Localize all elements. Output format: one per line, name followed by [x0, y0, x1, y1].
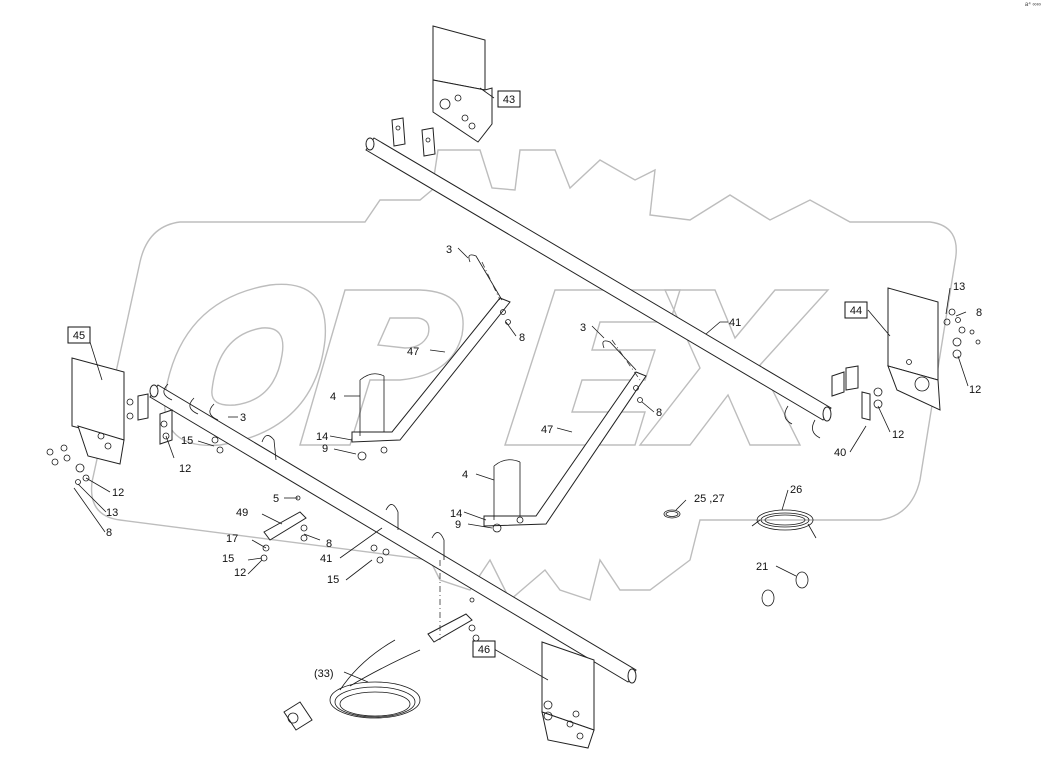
callout-17: 17	[226, 533, 238, 545]
u-bolts-lower	[211, 435, 445, 564]
upper-tube-41	[365, 137, 832, 422]
watermark-letter-x	[638, 289, 830, 446]
watermark-letter-o	[163, 283, 327, 447]
bracket-43	[391, 25, 493, 157]
cable-26	[751, 509, 817, 539]
label-43: 43	[503, 94, 515, 106]
bracket-46	[541, 641, 595, 749]
callout-21: 21	[756, 561, 768, 573]
arm-47-left	[351, 254, 511, 461]
callouts: 3 3 3 41 41 47 47 8 8 8 8 8 4 4 14 14 9 …	[106, 244, 982, 680]
label-44: 44	[850, 305, 862, 317]
callout-3: 3	[580, 322, 586, 334]
plate-lower	[427, 560, 480, 643]
callout-33: (33)	[314, 668, 334, 680]
callout-3: 3	[446, 244, 452, 256]
label-box-46: 46	[472, 640, 496, 658]
label-box-44: 44	[844, 301, 868, 319]
lower-tube-41	[149, 384, 637, 684]
callout-41: 41	[320, 553, 332, 565]
callout-5: 5	[273, 493, 279, 505]
callout-25-27: 25 ,27	[694, 493, 725, 505]
watermark-gear-outline	[90, 149, 957, 602]
callout-12: 12	[892, 429, 904, 441]
label-box-45: 45	[67, 326, 91, 344]
plate-49	[260, 495, 308, 562]
harness-33	[283, 639, 421, 731]
centerline-dashes	[481, 261, 641, 381]
callout-12: 12	[112, 487, 124, 499]
callout-4: 4	[330, 391, 336, 403]
callout-14: 14	[450, 508, 462, 520]
callout-13: 13	[106, 507, 118, 519]
corner-code: a⁴ ∞∞	[1024, 2, 1041, 8]
callout-47: 47	[407, 346, 419, 358]
bracket-44	[784, 287, 981, 439]
watermark-letter-p	[299, 289, 464, 446]
callout-8: 8	[976, 307, 982, 319]
callout-47: 47	[541, 424, 553, 436]
callout-8: 8	[519, 332, 525, 344]
callout-8: 8	[326, 538, 332, 550]
callout-13: 13	[953, 281, 965, 293]
callout-9: 9	[455, 519, 461, 531]
callout-14: 14	[316, 431, 328, 443]
arm-47-right	[483, 340, 647, 533]
callout-9: 9	[322, 443, 328, 455]
callout-26: 26	[790, 484, 802, 496]
watermark-logo	[90, 149, 957, 602]
bracket-45	[46, 357, 219, 485]
callout-12: 12	[234, 567, 246, 579]
ring-25-27	[663, 509, 681, 519]
callout-15: 15	[327, 574, 339, 586]
label-45: 45	[73, 330, 85, 342]
callout-41: 41	[729, 317, 741, 329]
label-box-43: 43	[497, 90, 521, 108]
leader-lines	[73, 87, 969, 683]
callout-15: 15	[181, 435, 193, 447]
callout-12: 12	[179, 463, 191, 475]
callout-8: 8	[106, 527, 112, 539]
callout-8: 8	[656, 407, 662, 419]
callout-15: 15	[222, 553, 234, 565]
callout-49: 49	[236, 507, 248, 519]
callout-4: 4	[462, 469, 468, 481]
callout-40: 40	[834, 447, 846, 459]
seals-21	[761, 571, 809, 607]
callout-12: 12	[969, 384, 981, 396]
label-46: 46	[478, 644, 490, 656]
callout-3: 3	[240, 412, 246, 424]
